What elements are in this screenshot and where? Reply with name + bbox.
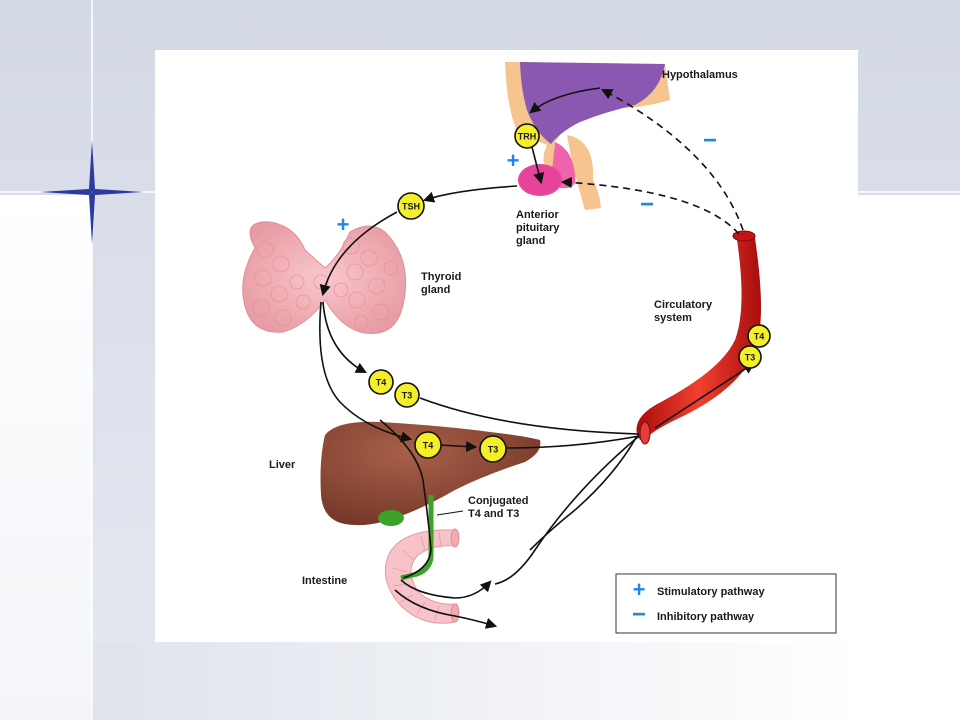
svg-text:T4: T4	[423, 441, 434, 451]
circulation-return-path	[529, 435, 638, 551]
circulatory-system-label-line1: Circulatory	[654, 299, 713, 311]
inhibitory-sign-pituitary: −	[640, 191, 654, 218]
hormone-t3-liver: T3	[479, 435, 507, 463]
hypothalamus-illustration	[505, 62, 670, 210]
thyroid-gland-illustration	[242, 221, 407, 334]
circulatory-system-label-line2: system	[654, 312, 692, 324]
stimulatory-sign-trh: +	[507, 148, 520, 173]
legend-inhibitory-label: Inhibitory pathway	[657, 611, 755, 623]
svg-text:T4: T4	[376, 378, 387, 388]
hormone-t3-vessel: T3	[738, 345, 762, 369]
conjugated-label-line2: T4 and T3	[468, 508, 519, 520]
hormone-t4-vessel: T4	[747, 324, 771, 348]
legend-stimulatory-label: Stimulatory pathway	[657, 586, 765, 598]
liver-t3-to-vessel-path	[506, 435, 640, 449]
legend-plus-icon: +	[633, 577, 646, 602]
stimulatory-pathways	[319, 87, 755, 629]
legend-minus-icon: −	[632, 601, 646, 628]
svg-text:T3: T3	[488, 445, 499, 455]
liver-t4-to-t3-arrow	[438, 440, 478, 453]
thyroid-to-liver-t4-arrow	[319, 301, 413, 443]
t4-t3-to-vessel-path	[419, 397, 640, 435]
hormone-tsh: TSH	[397, 192, 425, 220]
trh-to-pituitary-arrow	[531, 146, 545, 185]
bile-duct	[400, 495, 434, 581]
diagram-panel: TRH TSH T4 T3 T4 T3 T4 T3 + + − − Hypoth…	[155, 50, 858, 642]
hypothalamus-to-trh-arrow	[529, 87, 601, 114]
thyroid-gland-label-line2: gland	[421, 284, 450, 296]
conjugated-leader-line	[436, 510, 464, 516]
hormone-trh: TRH	[514, 123, 540, 149]
anterior-pituitary-label-line2: pituitary	[516, 222, 560, 234]
thyroid-gland-label-line1: Thyroid	[421, 271, 461, 283]
svg-text:T4: T4	[754, 332, 765, 342]
hypothalamus-label: Hypothalamus	[662, 69, 738, 81]
pituitary-to-tsh-arrow	[422, 185, 518, 203]
feedback-to-hypothalamus-arrow	[601, 88, 744, 231]
svg-text:TRH: TRH	[518, 132, 537, 142]
svg-text:T3: T3	[402, 391, 413, 401]
hormone-t4-thyroid: T4	[368, 369, 394, 395]
feedback-to-pituitary-arrow	[560, 176, 740, 235]
liver-bile-path	[379, 419, 432, 579]
liver-label: Liver	[269, 459, 296, 471]
vessel-flow-arrow	[654, 362, 755, 429]
intestine-reabsorption-arrow	[400, 579, 492, 599]
svg-text:TSH: TSH	[402, 202, 420, 212]
sparkle-icon	[40, 140, 144, 244]
tsh-to-thyroid-arrow	[319, 211, 398, 297]
anterior-pituitary-label-line1: Anterior	[516, 209, 560, 221]
legend: + Stimulatory pathway − Inhibitory pathw…	[615, 573, 837, 634]
thyroid-to-t4-t3-arrow	[322, 301, 367, 374]
svg-text:T3: T3	[745, 353, 756, 363]
thyroid-regulation-diagram: TRH TSH T4 T3 T4 T3 T4 T3 + + − − Hypoth…	[242, 62, 837, 634]
excretion-arrow	[394, 589, 498, 629]
anterior-pituitary-label-line3: gland	[516, 235, 545, 247]
intestine-illustration	[384, 528, 460, 624]
inhibitory-sign-hypothalamus: −	[703, 127, 717, 154]
stimulatory-sign-tsh: +	[337, 212, 350, 237]
inhibitory-pathways	[560, 88, 744, 235]
intestine-label: Intestine	[302, 575, 347, 587]
conjugated-label-line1: Conjugated	[468, 495, 529, 507]
blood-vessel-illustration	[636, 230, 761, 445]
hormone-t4-liver: T4	[414, 431, 442, 459]
hormone-t3-thyroid: T3	[394, 382, 420, 408]
